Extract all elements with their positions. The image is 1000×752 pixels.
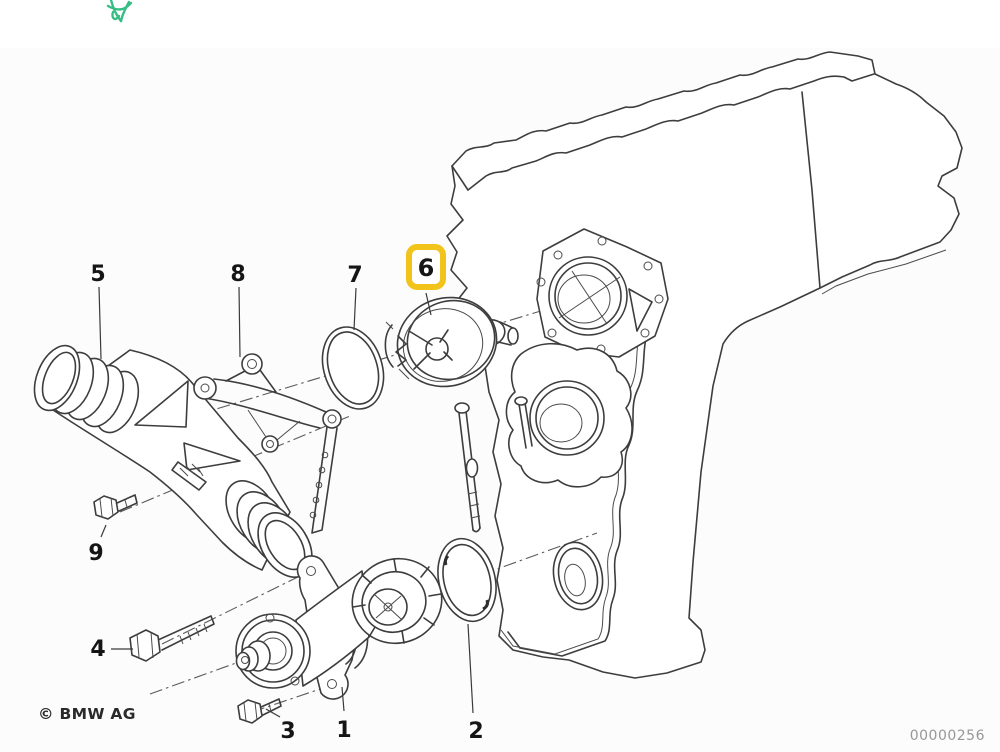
part-label-6-highlight-badge[interactable]: 6 bbox=[406, 244, 446, 290]
part-label-4[interactable]: 4 bbox=[90, 637, 105, 662]
thermostat-drawing bbox=[384, 296, 519, 388]
drawing-number: 00000256 bbox=[910, 728, 985, 744]
crank-seal-drawing bbox=[552, 541, 604, 611]
part-label-1[interactable]: 1 bbox=[336, 718, 351, 743]
green-sprout-icon bbox=[106, 0, 133, 23]
part-label-9[interactable]: 9 bbox=[88, 541, 103, 566]
part-label-8[interactable]: 8 bbox=[230, 262, 245, 287]
part-label-7[interactable]: 7 bbox=[347, 263, 362, 288]
mounting-studs-drawing bbox=[454, 396, 533, 533]
part-label-6[interactable]: 6 bbox=[418, 254, 435, 282]
bolt-3-drawing bbox=[237, 698, 282, 724]
part-label-2[interactable]: 2 bbox=[468, 719, 483, 744]
o-ring-7-drawing bbox=[321, 326, 385, 410]
copyright-text: © BMW AG bbox=[38, 705, 136, 723]
water-pump-drawing bbox=[235, 555, 443, 700]
bolt-9-drawing bbox=[93, 494, 138, 520]
o-ring-2-drawing bbox=[437, 537, 497, 623]
engine-block-drawing bbox=[446, 51, 963, 679]
water-pump-port-drawing bbox=[505, 342, 633, 488]
support-bracket-drawing bbox=[171, 353, 342, 534]
bolt-4-drawing bbox=[129, 615, 215, 662]
part-label-5[interactable]: 5 bbox=[90, 262, 105, 287]
part-label-3[interactable]: 3 bbox=[280, 719, 295, 744]
thermostat-port-flange-drawing bbox=[536, 228, 669, 358]
leader-lines bbox=[98, 286, 474, 718]
thermostat-housing-drawing bbox=[33, 344, 313, 578]
